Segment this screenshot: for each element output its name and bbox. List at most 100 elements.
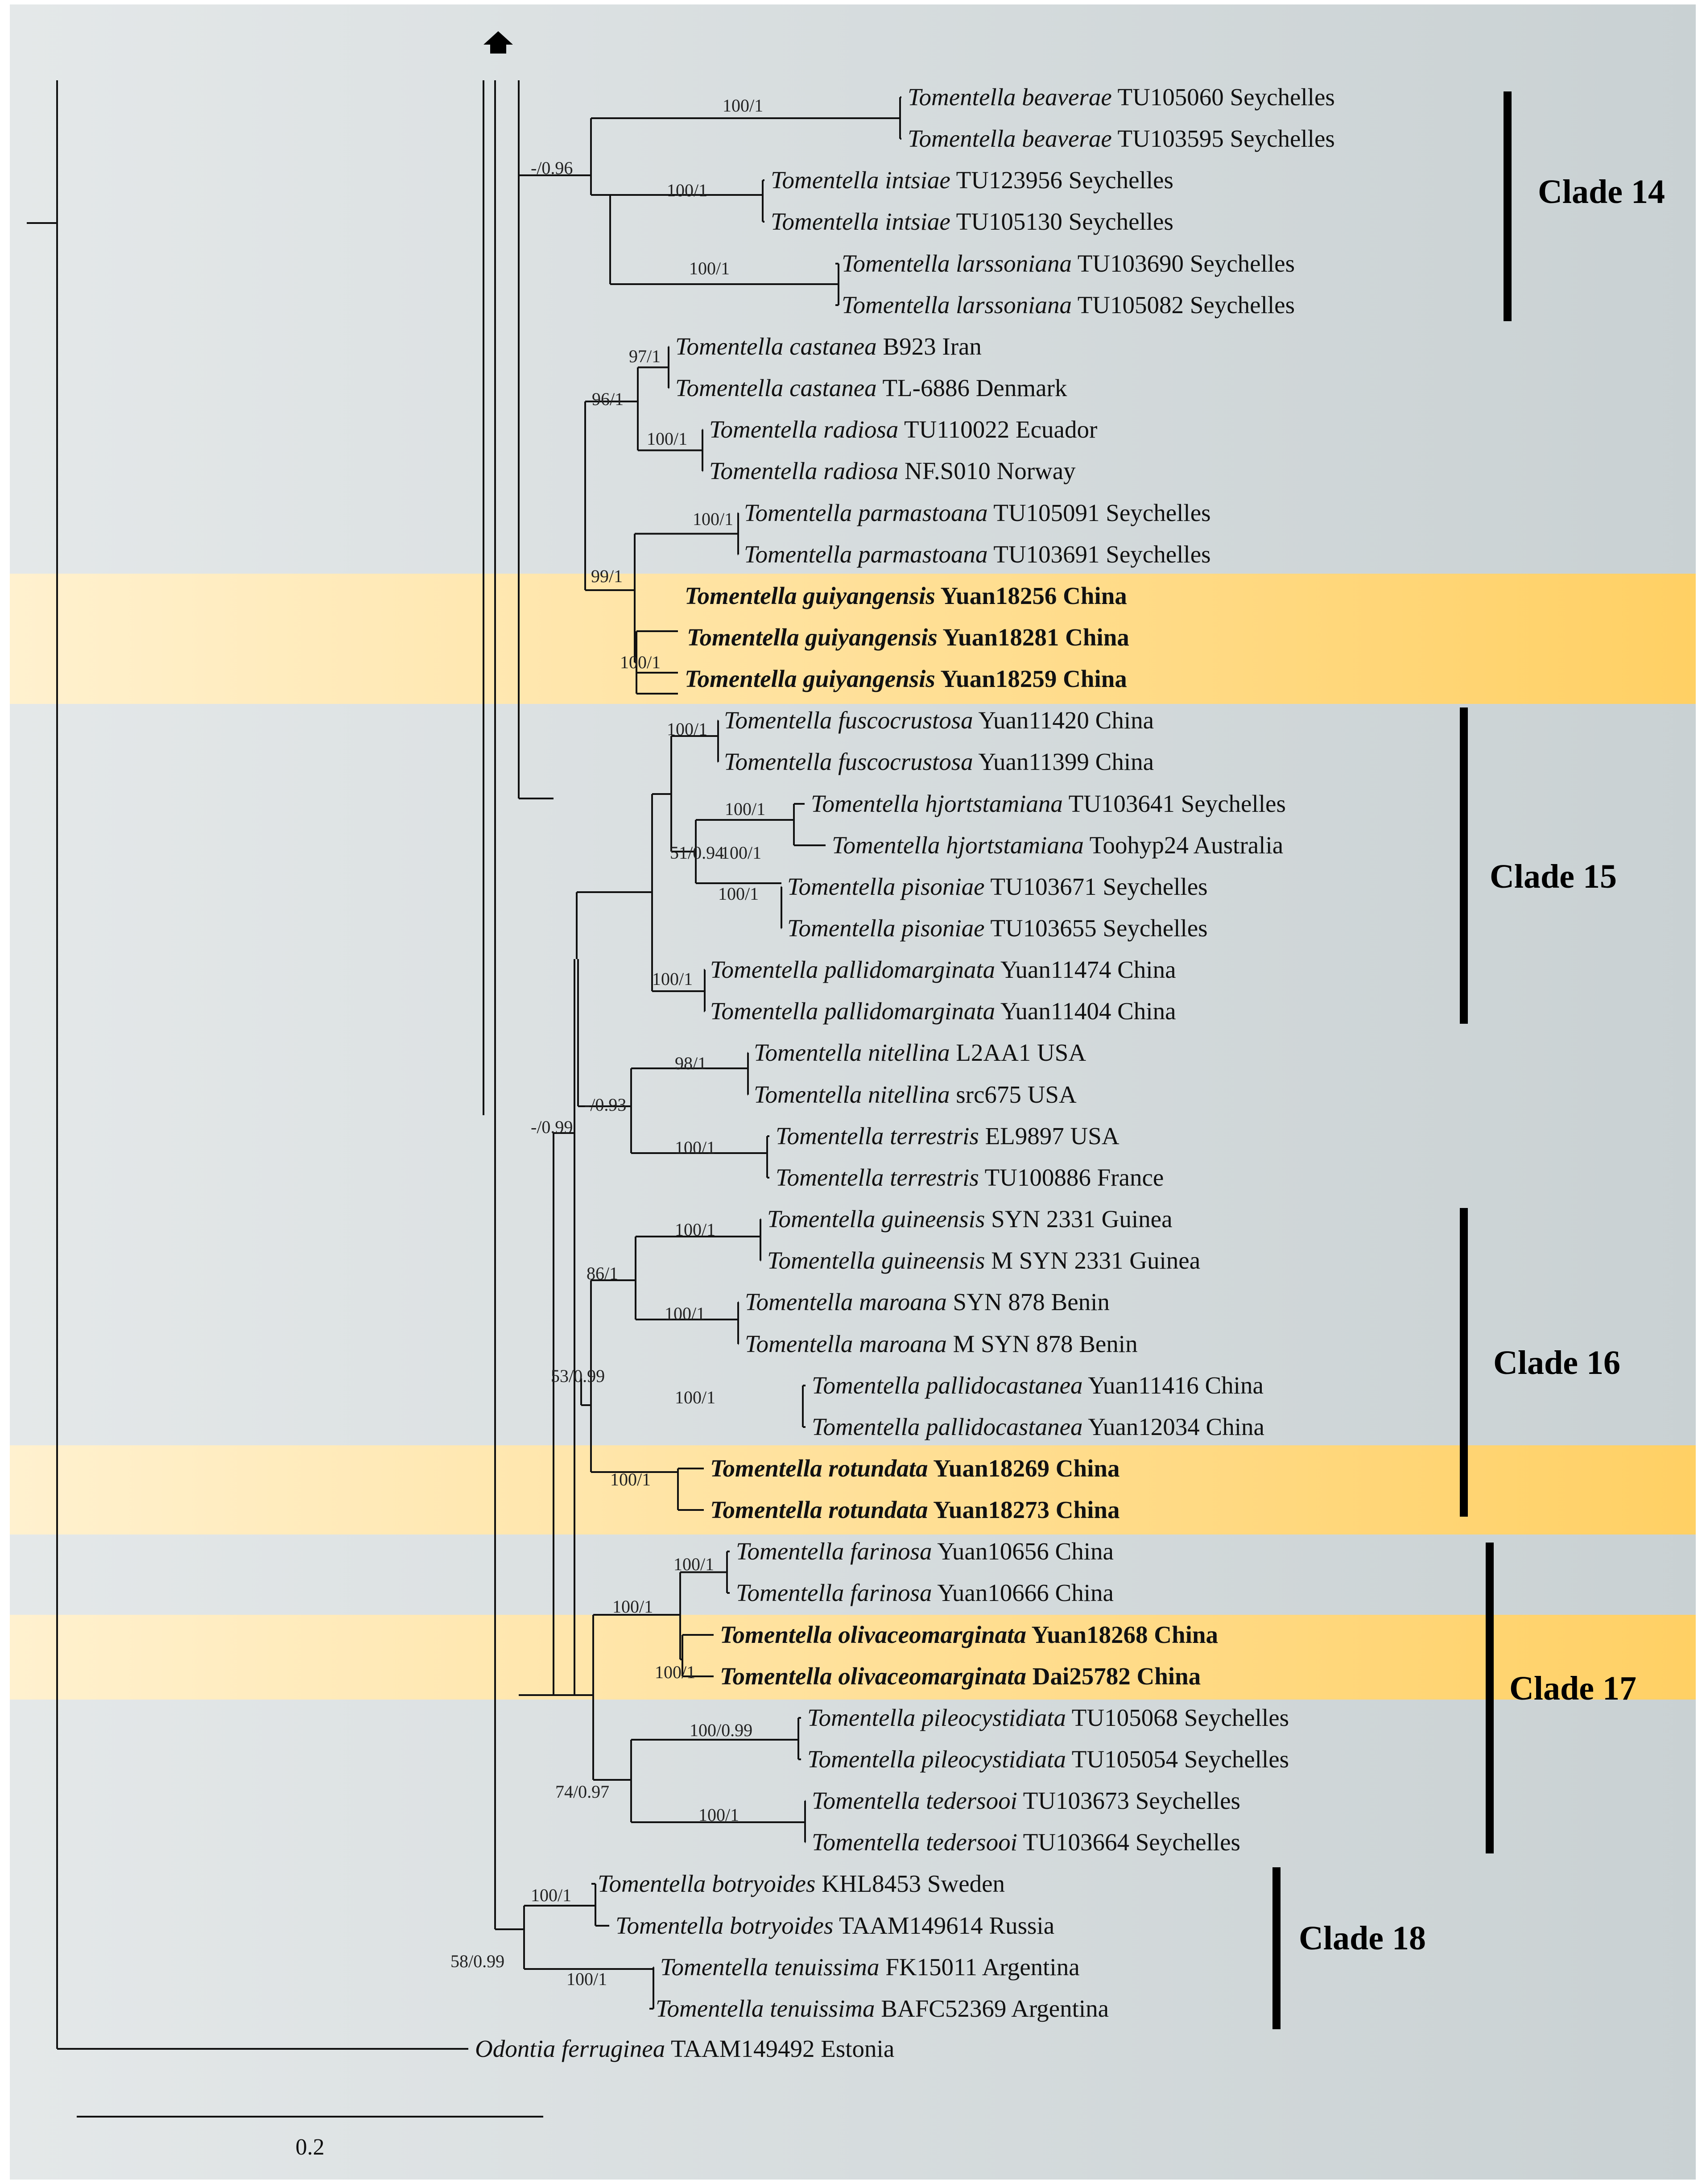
taxon-label: Tomentella parmastoana TU103691 Seychell… — [744, 541, 1211, 568]
taxon-species: Tomentella pallidomarginata — [710, 997, 995, 1025]
highlight-rotundata — [10, 1445, 1696, 1535]
taxon-species: Tomentella beaverae — [908, 83, 1112, 111]
support-value: 100/1 — [667, 719, 707, 739]
taxon-species: Tomentella pallidomarginata — [710, 956, 995, 983]
support-value: 58/0.99 — [450, 1951, 504, 1971]
taxon-species: Tomentella nitellina — [754, 1081, 950, 1108]
taxon-label: Tomentella guiyangensis Yuan18259 China — [685, 665, 1127, 692]
taxon-voucher-locality: M SYN 2331 Guinea — [985, 1247, 1200, 1274]
support-value: 100/1 — [610, 1469, 651, 1489]
taxon-label: Tomentella radiosa NF.S010 Norway — [709, 457, 1076, 484]
taxon-voucher-locality: Yuan11404 China — [995, 997, 1176, 1025]
taxon-voucher-locality: TU103595 Seychelles — [1112, 125, 1335, 152]
taxon-label: Tomentella hjortstamiana Toohyp24 Austra… — [832, 831, 1283, 859]
taxon-voucher-locality: src675 USA — [950, 1081, 1077, 1108]
taxon-species: Tomentella maroana — [745, 1330, 947, 1357]
taxon-voucher-locality: Yuan11399 China — [973, 748, 1154, 775]
support-value: 100/1 — [652, 969, 693, 989]
taxon-species: Tomentella tedersooi — [812, 1828, 1017, 1856]
taxon-species: Tomentella fuscocrustosa — [724, 707, 973, 734]
taxon-voucher-locality: Yuan18281 China — [938, 624, 1129, 651]
taxon-label: Tomentella castanea TL-6886 Denmark — [675, 374, 1067, 401]
taxon-voucher-locality: Yuan18259 China — [935, 665, 1127, 692]
support-value: 100/1 — [665, 1303, 705, 1324]
taxon-label: Tomentella intsiae TU123956 Seychelles — [771, 166, 1173, 194]
taxon-voucher-locality: TU103664 Seychelles — [1017, 1828, 1240, 1856]
taxon-voucher-locality: TU100886 France — [979, 1164, 1164, 1191]
taxon-label: Tomentella pileocystidiata TU105054 Seyc… — [807, 1746, 1289, 1773]
taxon-voucher-locality: Yuan11420 China — [973, 707, 1154, 734]
support-value: 100/1 — [675, 1138, 715, 1158]
taxon-species: Tomentella parmastoana — [744, 499, 987, 526]
taxon-voucher-locality: TU105091 Seychelles — [987, 499, 1210, 526]
support-value: 100/1 — [721, 843, 761, 863]
taxon-label: Tomentella botryoides TAAM149614 Russia — [616, 1912, 1054, 1939]
taxon-label: Tomentella pallidomarginata Yuan11474 Ch… — [710, 956, 1176, 983]
support-value: 100/1 — [675, 1387, 715, 1407]
taxon-voucher-locality: Yuan18268 China — [1026, 1621, 1218, 1648]
taxon-voucher-locality: TU105060 Seychelles — [1112, 83, 1335, 111]
taxon-voucher-locality: Yuan10656 China — [932, 1538, 1114, 1565]
taxon-species: Odontia ferruginea — [475, 2035, 665, 2062]
taxon-species: Tomentella olivaceomarginata — [720, 1621, 1026, 1648]
support-value: 100/1 — [620, 652, 661, 672]
taxon-label: Tomentella pallidomarginata Yuan11404 Ch… — [710, 997, 1176, 1025]
support-value: 100/0.99 — [690, 1720, 752, 1740]
taxon-voucher-locality: TU103641 Seychelles — [1063, 790, 1286, 817]
clade-label: Clade 17 — [1509, 1670, 1636, 1707]
support-value: 100/1 — [689, 258, 730, 278]
new-species-highlights — [10, 574, 1696, 1700]
taxon-label: Tomentella larssoniana TU105082 Seychell… — [842, 291, 1295, 318]
taxon-species: Tomentella botryoides — [616, 1912, 833, 1939]
support-value: 100/1 — [718, 884, 759, 904]
taxon-label: Tomentella terrestris EL9897 USA — [776, 1122, 1120, 1150]
taxon-voucher-locality: TAAM149614 Russia — [833, 1912, 1054, 1939]
taxon-voucher-locality: TL-6886 Denmark — [877, 374, 1067, 401]
taxon-label: Tomentella tedersooi TU103664 Seychelles — [812, 1828, 1240, 1856]
highlight-guiyangensis — [10, 574, 1696, 704]
taxon-species: Tomentella nitellina — [754, 1039, 950, 1066]
taxon-label: Tomentella botryoides KHL8453 Sweden — [598, 1870, 1005, 1897]
taxon-label: Tomentella olivaceomarginata Yuan18268 C… — [720, 1621, 1218, 1648]
taxon-label: Tomentella tedersooi TU103673 Seychelles — [812, 1787, 1240, 1814]
up-arrow-icon — [483, 31, 513, 54]
taxon-voucher-locality: TU105082 Seychelles — [1072, 291, 1295, 318]
taxon-voucher-locality: TU103691 Seychelles — [987, 541, 1210, 568]
support-value: 74/0.97 — [555, 1782, 609, 1802]
taxon-label: Tomentella nitellina L2AA1 USA — [754, 1039, 1086, 1066]
taxon-label: Tomentella guiyangensis Yuan18256 China — [685, 582, 1127, 609]
scale-bar-label: 0.2 — [296, 2134, 325, 2160]
taxon-species: Tomentella guineensis — [767, 1247, 985, 1274]
support-value: 97/1 — [629, 346, 661, 366]
taxon-label: Tomentella tenuissima BAFC52369 Argentin… — [656, 1995, 1109, 2022]
taxon-label: Odontia ferruginea TAAM149492 Estonia — [475, 2035, 894, 2062]
taxon-species: Tomentella parmastoana — [744, 541, 987, 568]
taxon-voucher-locality: Yuan11474 China — [995, 956, 1176, 983]
taxon-label: Tomentella farinosa Yuan10656 China — [736, 1538, 1114, 1565]
clade-label: Clade 18 — [1299, 1919, 1426, 1957]
taxon-species: Tomentella botryoides — [598, 1870, 815, 1897]
taxon-label: Tomentella rotundata Yuan18269 China — [710, 1455, 1120, 1482]
taxon-voucher-locality: Yuan12034 China — [1083, 1413, 1264, 1440]
taxon-label: Tomentella intsiae TU105130 Seychelles — [771, 208, 1173, 235]
taxon-label: Tomentella nitellina src675 USA — [754, 1081, 1077, 1108]
taxon-voucher-locality: TU123956 Seychelles — [950, 166, 1173, 194]
taxon-label: Tomentella larssoniana TU103690 Seychell… — [842, 250, 1295, 277]
support-value: 100/1 — [675, 1220, 715, 1240]
support-value: 100/1 — [693, 509, 733, 529]
taxon-voucher-locality: TU110022 Ecuador — [898, 416, 1097, 443]
taxon-species: Tomentella maroana — [745, 1288, 947, 1315]
scale-bar: 0.2 — [77, 2116, 543, 2160]
taxon-species: Tomentella pisoniae — [787, 873, 985, 900]
figure-background — [10, 4, 1696, 2180]
support-value: 100/1 — [725, 799, 765, 819]
taxon-voucher-locality: TAAM149492 Estonia — [665, 2035, 894, 2062]
taxon-species: Tomentella larssoniana — [842, 291, 1072, 318]
taxon-label: Tomentella tenuissima FK15011 Argentina — [660, 1953, 1080, 1981]
taxon-species: Tomentella pisoniae — [787, 914, 985, 942]
taxon-label: Tomentella beaverae TU105060 Seychelles — [908, 83, 1335, 111]
taxon-species: Tomentella tenuissima — [656, 1995, 875, 2022]
taxon-species: Tomentella intsiae — [771, 208, 950, 235]
taxon-species: Tomentella guineensis — [767, 1205, 985, 1233]
